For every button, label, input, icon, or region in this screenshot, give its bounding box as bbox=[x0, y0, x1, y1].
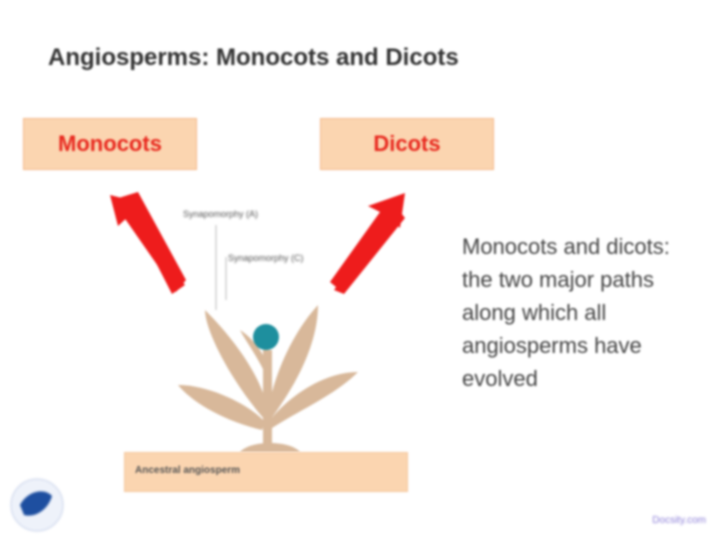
flower bbox=[253, 324, 279, 350]
ancestor-box: Ancestral angiosperm bbox=[124, 452, 408, 492]
label-c: Synapomorphy (C) bbox=[228, 253, 304, 263]
monocots-box: Monocots bbox=[23, 118, 197, 170]
arrow-right-icon bbox=[330, 193, 405, 294]
plant bbox=[178, 305, 358, 452]
label-a: Synapomorphy (A) bbox=[183, 209, 259, 219]
page-title: Angiosperms: Monocots and Dicots bbox=[48, 44, 459, 71]
dicots-box: Dicots bbox=[320, 118, 494, 170]
ancestor-label: Ancestral angiosperm bbox=[135, 465, 241, 476]
arrow-left-icon bbox=[110, 192, 186, 294]
side-text: Monocots and dicots: the two major paths… bbox=[462, 234, 670, 391]
watermark: Docsity.com bbox=[652, 515, 706, 526]
